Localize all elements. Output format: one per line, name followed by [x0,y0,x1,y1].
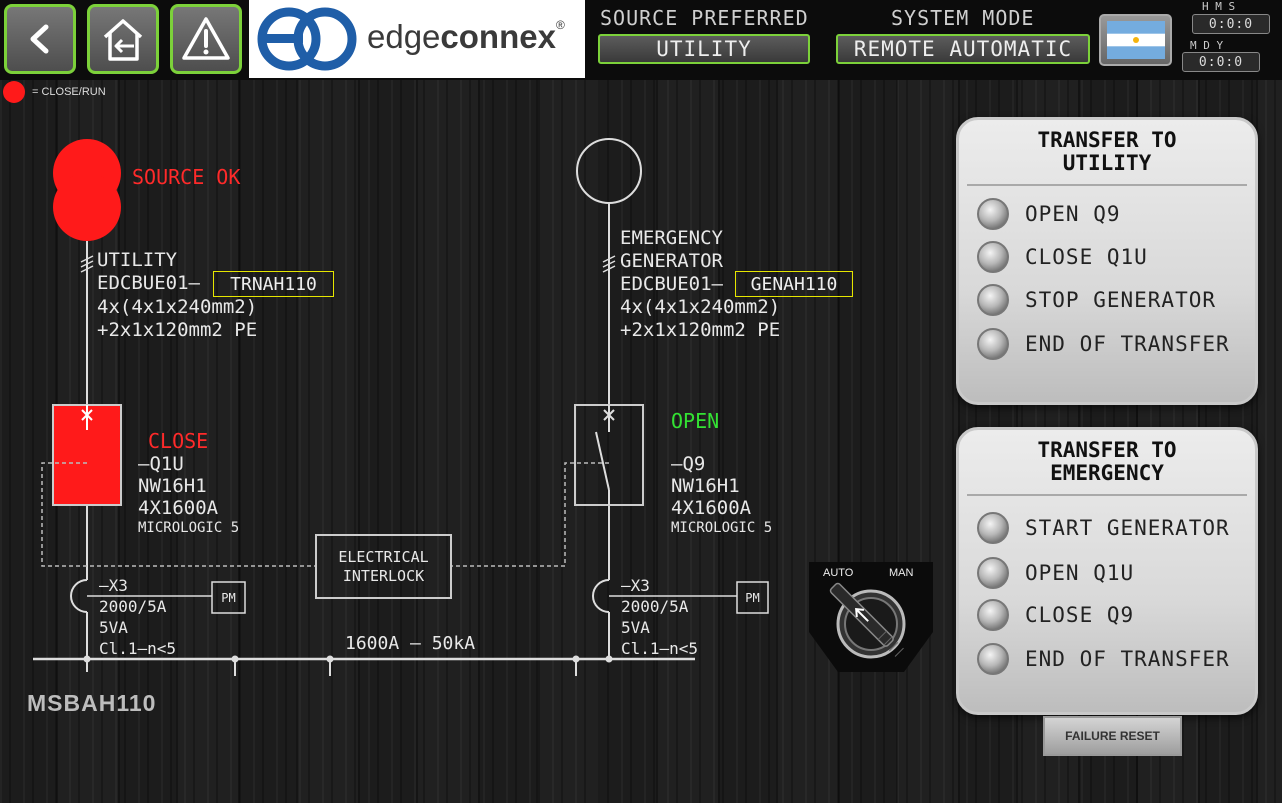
ct-right-class: Cl.1–n<5 [621,639,699,658]
breaker-q9-rating: 4X1600A [671,497,752,519]
transfer-utility-title-2: UTILITY [1062,151,1152,175]
transfer-emergency-title-1: TRANSFER TO [1037,438,1177,462]
utility-step-2: CLOSE Q1U [977,241,1148,273]
ct-right-id: –X3 [621,576,650,595]
breaker-q1u-model: NW16H1 [138,475,207,497]
alarms-button[interactable] [170,4,242,74]
logo-registered: ® [555,18,565,32]
emergency-step-3: CLOSE Q9 [977,599,1134,631]
ct-left-va: 5VA [99,618,128,637]
logo-text-connex: connex [440,18,556,55]
failure-reset-button[interactable]: FAILURE RESET [1043,716,1182,756]
home-return-icon [103,19,143,61]
switchboard-name: MSBAH110 [27,690,157,716]
generator-cable-tag[interactable]: GENAH110 [735,271,853,297]
step-indicator-led [977,241,1009,273]
utility-source-symbol-bottom [53,173,121,241]
step-indicator-led [977,328,1009,360]
clock-time-value: 0:0:0 [1192,14,1270,34]
generator-cable-spec-1: 4x(4x1x240mm2) [620,296,781,318]
step-indicator-led [977,512,1009,544]
source-preferred-label: SOURCE PREFERRED [600,6,809,30]
ct-left-ratio: 2000/5A [99,597,167,616]
system-mode-value[interactable]: REMOTE AUTOMATIC [836,34,1090,64]
utility-cable-spec-2: +2x1x120mm2 PE [97,319,258,341]
selector-switch-icon [809,562,933,672]
generator-cable-prefix: EDCBUE01– [620,273,723,295]
utility-step-1: OPEN Q9 [977,198,1121,230]
busbar-rating: 1600A – 50kA [345,633,476,654]
home-button[interactable] [87,4,159,74]
power-meter-left[interactable]: PM [221,591,236,605]
auto-manual-selector[interactable]: AUTO MAN [809,562,933,682]
generator-name-2: GENERATOR [620,250,723,272]
step-indicator-led [977,557,1009,589]
utility-cable-prefix: EDCBUE01– [97,272,200,294]
generator-name-1: EMERGENCY [620,227,723,249]
step-indicator-led [977,198,1009,230]
system-mode-label: SYSTEM MODE [891,6,1035,30]
selector-auto-label: AUTO [823,567,854,579]
utility-name: UTILITY [97,249,178,271]
legend-text: = CLOSE/RUN [32,86,106,98]
transfer-to-emergency-panel: TRANSFER TO EMERGENCY START GENERATOR OP… [956,427,1258,715]
ct-left-class: Cl.1–n<5 [99,639,177,658]
generator-source-symbol [576,138,642,204]
interlock-line-1: ELECTRICAL [338,548,429,566]
breaker-q9-trip-unit: MICROLOGIC 5 [671,520,773,536]
emergency-step-2: OPEN Q1U [977,557,1134,589]
step-indicator-led [977,284,1009,316]
utility-cable-tag[interactable]: TRNAH110 [213,271,334,297]
logo-mark-icon [257,7,357,71]
clock-date-value: 0:0:0 [1182,52,1260,72]
step-indicator-led [977,599,1009,631]
language-flag-button[interactable] [1099,14,1172,66]
emergency-step-1: START GENERATOR [977,512,1230,544]
transfer-emergency-title-2: EMERGENCY [1050,461,1164,485]
breaker-q9-state: OPEN [671,409,720,433]
clock-time-labels: H M S [1202,0,1236,13]
breaker-q1u-trip-unit: MICROLOGIC 5 [138,520,240,536]
breaker-q1u-state: CLOSE [148,429,209,453]
transfer-to-utility-panel: TRANSFER TO UTILITY OPEN Q9 CLOSE Q1U ST… [956,117,1258,405]
argentina-flag-icon [1106,21,1165,59]
ct-right-ratio: 2000/5A [621,597,689,616]
warning-icon [182,17,230,60]
ct-left-id: –X3 [99,576,128,595]
selector-man-label: MAN [889,567,914,579]
interlock-line-2: INTERLOCK [342,567,425,585]
step-indicator-led [977,643,1009,675]
legend-red-dot [3,81,25,103]
transfer-utility-title-1: TRANSFER TO [1037,128,1177,152]
utility-step-3: STOP GENERATOR [977,284,1216,316]
ct-right-va: 5VA [621,618,650,637]
breaker-q1u-rating: 4X1600A [138,497,219,519]
utility-step-4: END OF TRANSFER [977,328,1230,360]
utility-cable-spec-1: 4x(4x1x240mm2) [97,296,258,318]
breaker-q9-model: NW16H1 [671,475,740,497]
interlock-box [315,534,452,599]
back-button[interactable] [4,4,76,74]
edgeconnex-logo: edgeconnex® [249,0,585,78]
clock-date-labels: M D Y [1190,39,1224,52]
chevron-left-icon [30,24,49,54]
breaker-q1u-id: –Q1U [138,453,184,475]
utility-status: SOURCE OK [132,165,241,189]
power-meter-right[interactable]: PM [745,591,760,605]
breaker-q9-id: –Q9 [671,453,706,475]
logo-text-edge: edge [367,18,441,55]
source-preferred-value[interactable]: UTILITY [598,34,810,64]
generator-cable-spec-2: +2x1x120mm2 PE [620,319,781,341]
emergency-step-4: END OF TRANSFER [977,643,1230,675]
